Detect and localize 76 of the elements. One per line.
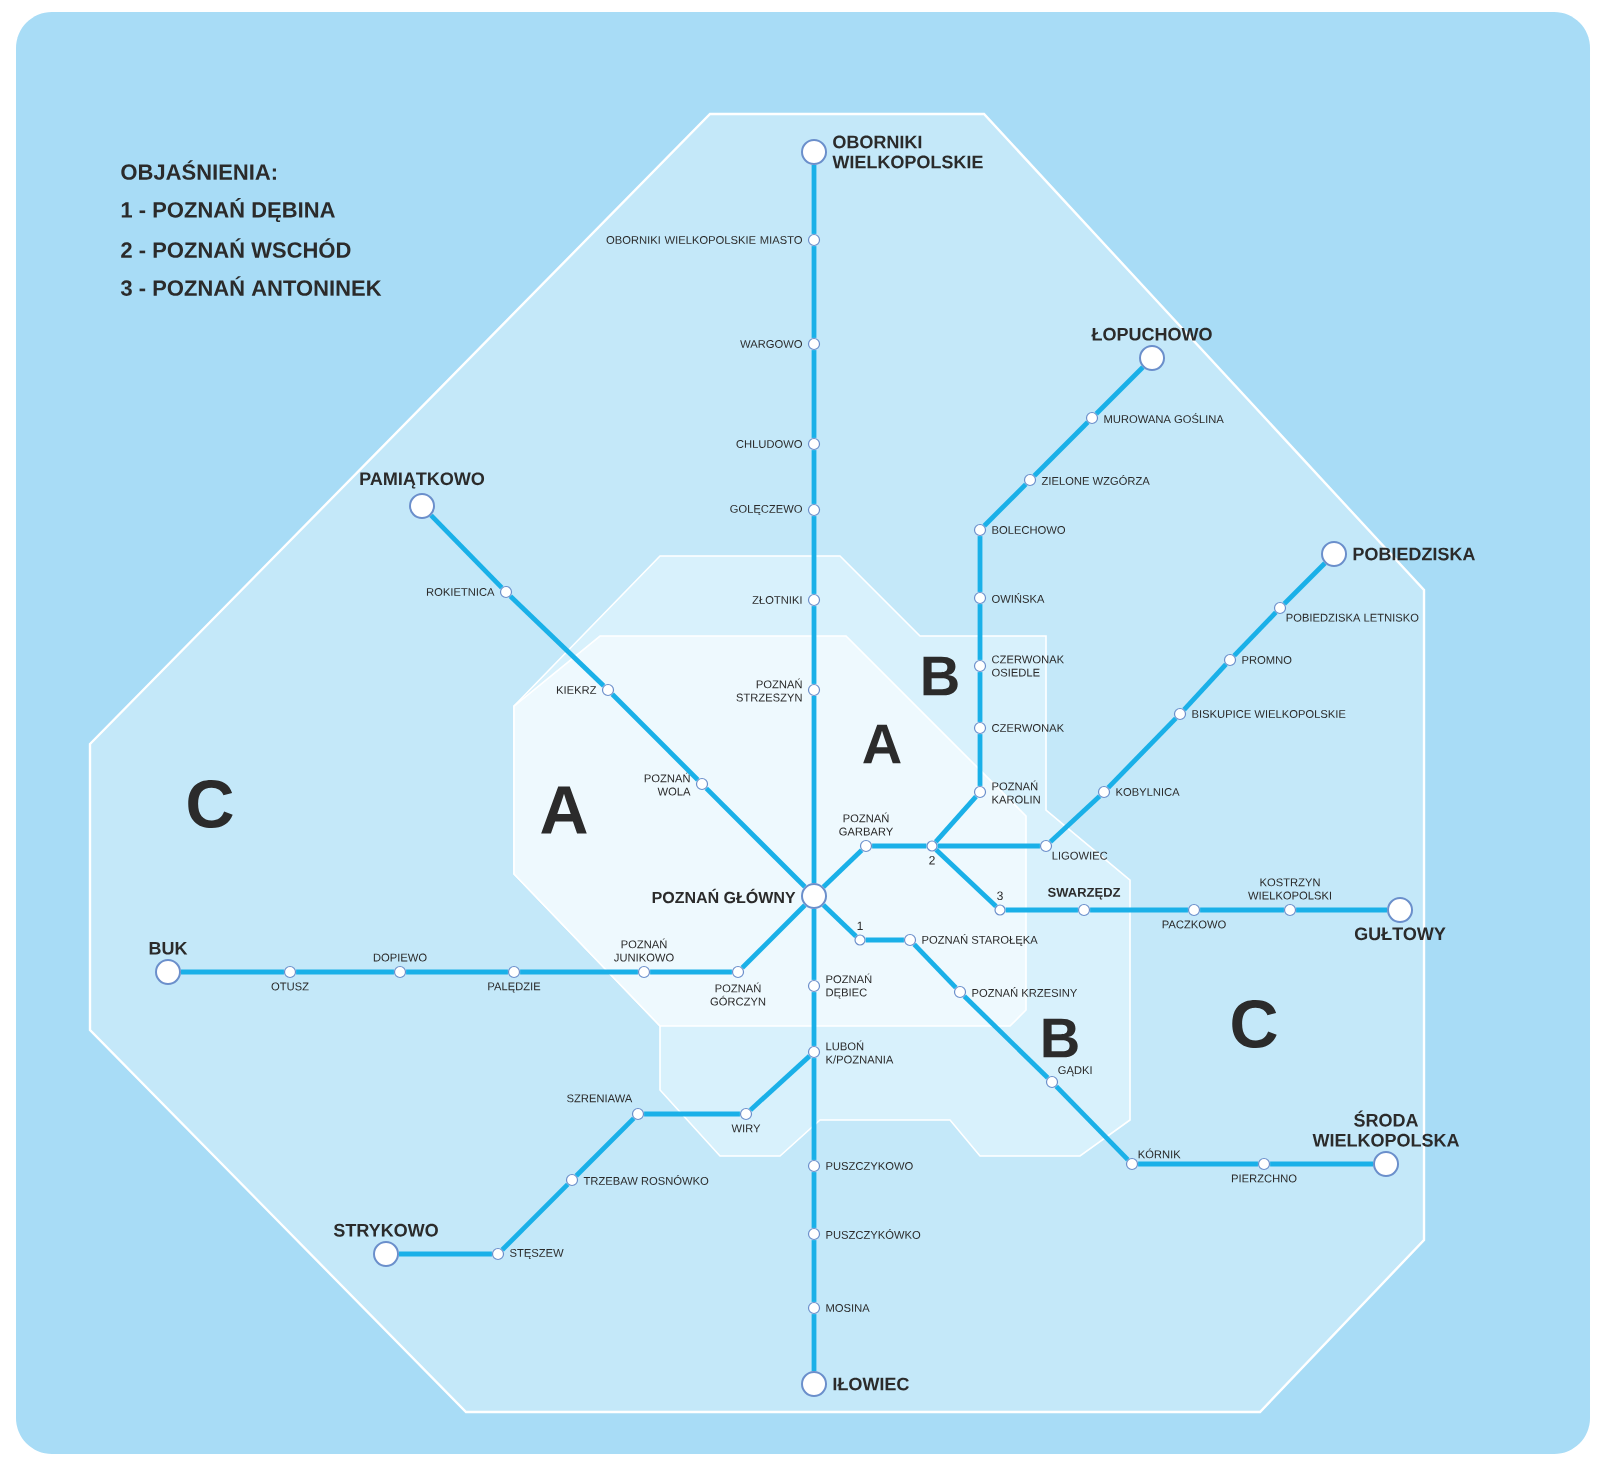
rail-line — [821, 903, 858, 938]
rail-line — [1138, 1161, 1258, 1167]
rail-line — [644, 1111, 740, 1117]
rail-line — [982, 482, 1028, 528]
rail-line — [933, 794, 978, 844]
rail-line — [811, 246, 817, 338]
rail-line — [962, 994, 1050, 1080]
rail-line — [1282, 561, 1327, 606]
rail-line — [704, 786, 807, 889]
rail-line — [934, 848, 998, 908]
rail-line — [181, 969, 284, 975]
rail-line — [508, 594, 606, 688]
rail-line — [1032, 420, 1090, 478]
rail-line — [1232, 610, 1278, 658]
rail-line — [429, 513, 504, 590]
station-name: OBORNIKI WIELKOPOLSKIE — [832, 135, 983, 169]
rail-line — [811, 516, 817, 594]
rail-line — [740, 903, 807, 970]
rail-line — [1048, 794, 1102, 844]
rail-line — [865, 937, 904, 943]
rail-line — [811, 350, 817, 438]
station-name: IŁOWIEC — [833, 1377, 909, 1391]
rail-line — [811, 992, 817, 1046]
station-name: ŁOPUCHOWO — [1091, 327, 1212, 341]
rail-line — [1270, 1161, 1373, 1167]
rail-line — [811, 1172, 817, 1228]
zone-letter: B — [1043, 1018, 1078, 1058]
zone-letter: B — [923, 656, 958, 696]
rail-line — [574, 1116, 636, 1178]
rail-line — [1094, 365, 1145, 416]
rail-line — [748, 1054, 812, 1112]
legend-text: 1 - POZNAŃ DĘBINA — [121, 198, 335, 222]
rail-line — [500, 1182, 570, 1252]
legend-text: OBJAŚNIENIA: — [121, 160, 276, 180]
rail-line — [811, 909, 817, 980]
rail-line — [811, 1240, 817, 1302]
rail-line — [912, 942, 958, 990]
legend-text: 3 - POZNAŃ ANTONINEK — [120, 276, 382, 296]
rail-line — [811, 1058, 817, 1160]
rail-line — [1182, 662, 1228, 712]
rail-line — [1106, 716, 1178, 790]
zone-letter: C — [188, 779, 233, 829]
zone-letter: A — [541, 786, 587, 834]
rail-line — [977, 734, 983, 786]
rail-line — [1054, 1084, 1130, 1162]
rail-line — [811, 696, 817, 883]
rail-line — [872, 843, 927, 849]
rail-line — [1296, 907, 1387, 913]
rail-line — [821, 848, 864, 889]
rail-line — [977, 604, 983, 660]
zone-letter: C — [1232, 999, 1277, 1049]
station-name: ŚRODA WIELKOPOLSKA — [1312, 1110, 1460, 1147]
rail-line — [1005, 907, 1078, 913]
rail-line — [1200, 907, 1284, 913]
rail-line — [520, 969, 638, 975]
rail-line — [650, 969, 732, 975]
rail-line — [610, 692, 700, 782]
rail-line — [811, 606, 817, 684]
station-name: GUŁTOWY — [1354, 927, 1446, 941]
station-name: POZNAŃ GŁÓWNY — [652, 888, 796, 904]
rail-line — [1090, 907, 1188, 913]
legend-text: 2 - POZNAŃ WSCHÓD — [121, 238, 351, 258]
station-name: BUK — [149, 942, 188, 955]
rail-line — [977, 536, 983, 592]
rail-line — [937, 843, 1040, 849]
zone-letter: A — [863, 724, 901, 764]
rail-line — [977, 672, 983, 722]
station-name: POBIEDZISKA — [1353, 547, 1475, 561]
rail-line — [811, 165, 817, 234]
rail-line — [811, 1314, 817, 1371]
station-name: STRYKOWO — [333, 1223, 438, 1237]
rail-line — [399, 1251, 492, 1257]
rail-line — [811, 450, 817, 504]
station-name: PAMIĄTKOWO — [360, 472, 485, 489]
rail-line — [406, 969, 508, 975]
rail-line — [296, 969, 394, 975]
